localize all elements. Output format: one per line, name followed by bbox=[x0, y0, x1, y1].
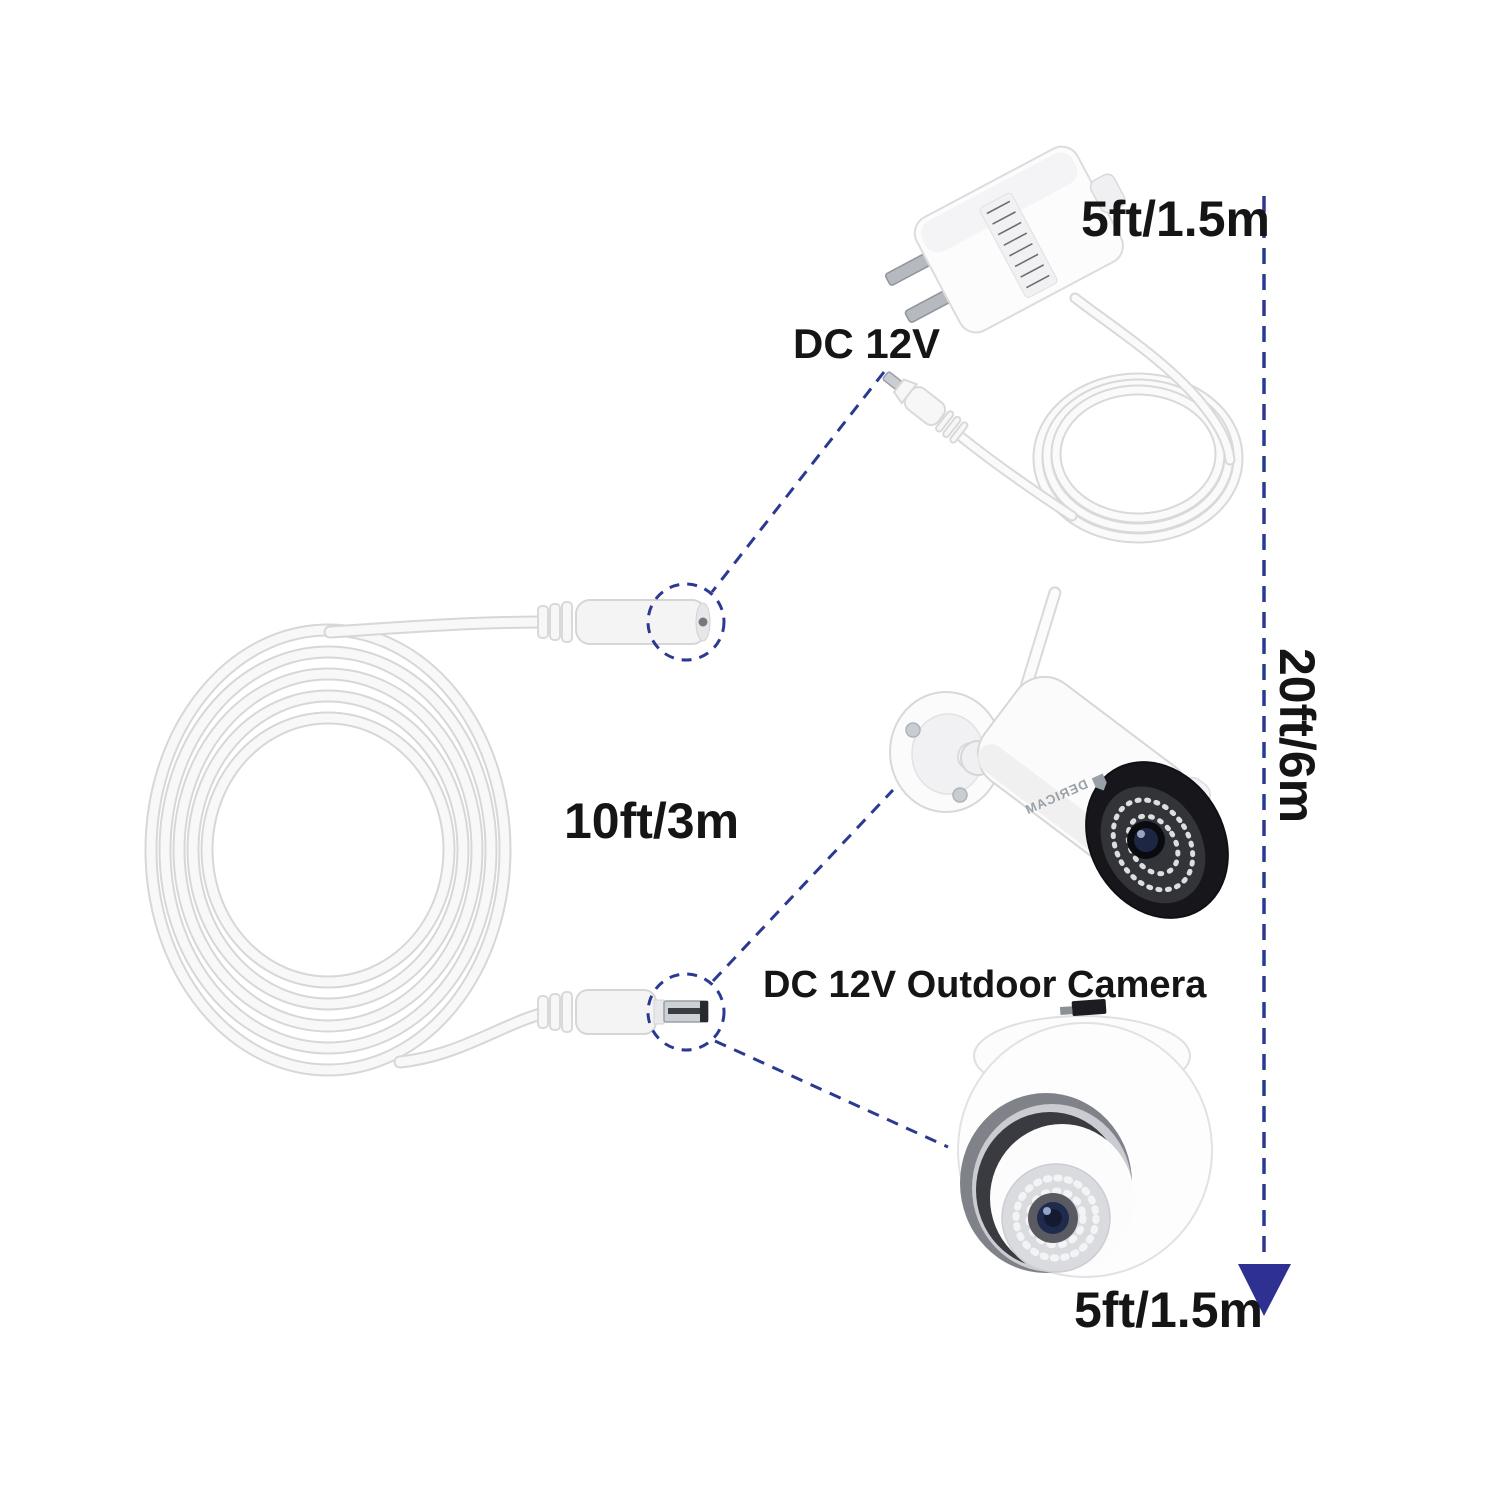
adapter-strain-relief bbox=[1089, 173, 1126, 214]
label-total-length: 20ft/6m bbox=[1269, 648, 1325, 824]
callouts bbox=[646, 371, 949, 1149]
callout-circle-male-connector bbox=[646, 972, 726, 1052]
adapter-spec-label-print bbox=[986, 200, 1050, 289]
dericam-shield-icon bbox=[1091, 773, 1107, 791]
adapter-dc-plug-body bbox=[903, 386, 947, 426]
label-camera-input: DC 12V Outdoor Camera bbox=[763, 964, 1207, 1006]
pointer-dc12v-to-female bbox=[710, 371, 886, 593]
callout-circle-female-connector bbox=[646, 582, 726, 662]
label-adapter-cable-length: 5ft/1.5m bbox=[1081, 191, 1270, 247]
bullet-wifi-camera: DERICAM bbox=[889, 586, 1229, 919]
label-extension-cable-length: 10ft/3m bbox=[564, 793, 740, 849]
dome-lens-highlight bbox=[1043, 1207, 1051, 1215]
dome-ir-led-ring-outer bbox=[1012, 1174, 1100, 1262]
measurement-arrow-down-icon bbox=[1238, 1264, 1291, 1316]
bullet-camera-lens-highlight bbox=[1137, 830, 1145, 838]
female-connector-hole bbox=[698, 617, 708, 627]
adapter-dc-plug-ridge bbox=[935, 410, 955, 433]
male-connector-neck bbox=[653, 999, 665, 1025]
total-length-measurement bbox=[1238, 196, 1291, 1316]
extension-cable-coil bbox=[144, 615, 555, 1077]
extension-cable-male-connector bbox=[537, 989, 709, 1035]
dome-camera bbox=[957, 998, 1213, 1278]
power-adapter bbox=[884, 145, 1126, 334]
pointer-male-to-bullet-camera bbox=[711, 788, 895, 983]
adapter-dc-plug-taper bbox=[892, 378, 919, 405]
pointer-male-to-dome-camera bbox=[714, 1039, 949, 1149]
adapter-spec-label bbox=[979, 192, 1058, 298]
mount-screw-hole bbox=[905, 722, 921, 738]
ir-led-ring-outer bbox=[1110, 797, 1196, 893]
female-connector-barrel bbox=[575, 599, 707, 645]
adapter-dc-plug-ridge bbox=[949, 421, 969, 444]
label-camera-pigtail-length: 5ft/1.5m bbox=[1074, 1282, 1263, 1338]
dome-camera-mount-tab bbox=[1071, 998, 1107, 1017]
male-connector-pin-slot bbox=[668, 1008, 702, 1014]
adapter-cable bbox=[954, 292, 1236, 522]
ir-led-ring-inner bbox=[1125, 813, 1181, 877]
label-dc-plug: DC 12V bbox=[793, 320, 941, 367]
dome-camera-mount-notch bbox=[1059, 1006, 1073, 1016]
male-connector-barrel bbox=[575, 989, 657, 1035]
adapter-dc-plug-ridge bbox=[942, 415, 962, 439]
adapter-dc-plug bbox=[882, 371, 969, 444]
extension-cable-female-connector bbox=[537, 599, 711, 645]
mount-screw-hole bbox=[952, 787, 968, 803]
male-connector-pin-end bbox=[700, 1001, 708, 1022]
bullet-camera-lens-glass bbox=[1134, 828, 1158, 852]
